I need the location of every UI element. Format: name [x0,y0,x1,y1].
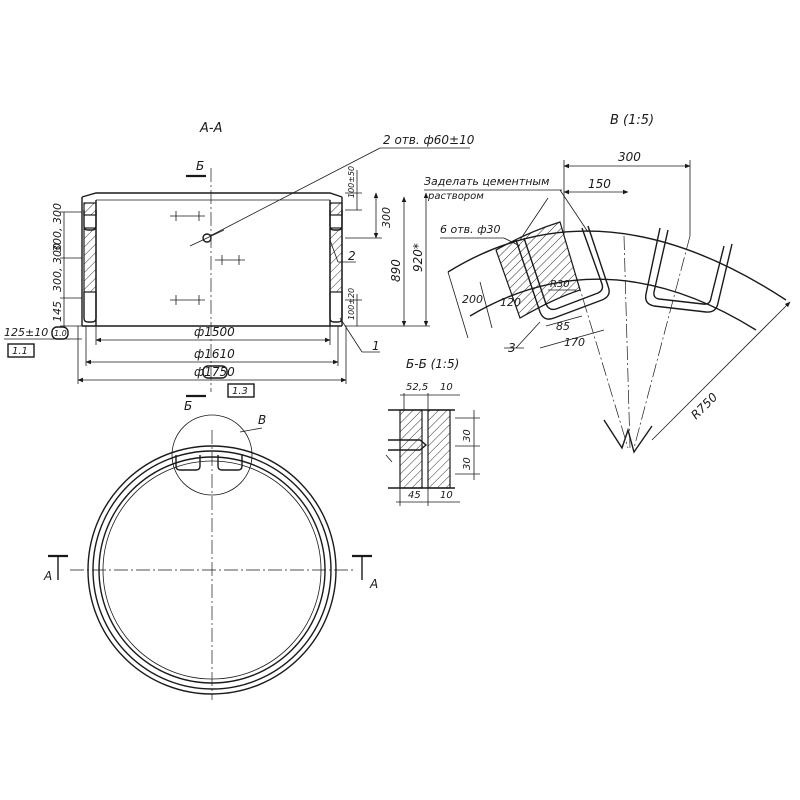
dim-300-300-label: 300, 300 [51,203,64,252]
section-b-mark-top: Б [196,159,204,173]
dim-525-label: 52,5 [406,382,428,393]
dim-300-detail-label: 300 [618,150,641,164]
holes-phi30-leader [503,237,521,247]
dim-200-label: 200 [462,293,483,306]
dim-85-line [545,315,583,327]
detail-bracket-2-outer [644,227,733,313]
dim-phi1750-label: ф1750 [194,365,235,379]
leader-part3 [515,321,541,349]
bracket-right-bottom [329,292,343,323]
dim-920-label: 920* [411,243,425,272]
wall-hatch-left [83,227,97,293]
part-2-label: 2 [348,249,356,263]
shell-top-edge [81,192,343,198]
detail-arc-outer [447,230,787,301]
radial-axis-2 [633,235,691,449]
cement-leader-left [519,197,549,241]
section-aa-title: А-А [199,121,222,136]
wall-hatch-right [329,227,343,293]
ref-box-1-1 [7,343,35,358]
dim-30a-label: 30 [462,429,473,442]
dim-45-label: 45 [408,490,421,501]
dim-r30-label: R30 [550,279,570,290]
bb-hatch-left [399,409,423,489]
dim-phi1610-label: ф1610 [194,347,235,361]
part-3-label: 3 [508,341,516,355]
detail-bracket-2-inner [653,229,725,305]
dim-120-line [479,281,493,329]
plan-view: В А А [43,413,378,700]
dim-170-label: 170 [564,336,585,349]
ref-box-1-3-label: 1.3 [232,386,248,397]
detail-v-view: В (1:5) 300 150 Заделать цементным раств… [424,113,791,454]
dim-300-right-label: 300 [380,207,393,228]
dim-85-label: 85 [556,320,570,333]
dim-890-label: 890 [389,259,403,282]
detail-bracket-1-outer [515,225,610,320]
hole-phi60 [202,233,212,243]
leader-part1 [339,317,363,353]
dim-125-label: 125±10 [4,326,48,339]
dim-200-line [447,271,469,339]
detail-v-callout-circle [171,414,253,496]
wall-hatch-left-top [83,202,97,216]
dim-r750-line [651,301,791,441]
radial-break-mark [603,419,653,454]
leader-holes-phi60 [209,147,381,237]
bb-pin [388,439,428,451]
plan-bracket-left [175,455,201,471]
wall-hatch-right-top [329,202,343,216]
cement-note-line1: Заделать цементным [424,175,549,188]
holes-phi30-label: 6 отв. ф30 [440,223,501,236]
leader-part2 [329,239,339,263]
dim-300-300-label-2: 300, 300 [51,243,64,292]
ref-oval-phi1750 [202,365,228,379]
cement-leader-right [559,189,589,233]
bracket-left-bottom [83,292,97,323]
dim-r750-label: R750 [688,390,720,422]
dim-120-label: 120 [500,296,521,309]
dim-150-label: 150 [588,177,611,191]
hole-phi60-cross [189,229,225,247]
radial-axis-1 [563,235,629,449]
dim-145-label: 145 [51,301,64,322]
detail-bracket-1-inner [523,227,604,311]
bracket-right-top [329,210,343,231]
ref-box-1-3 [227,383,255,398]
dim-10-top-label: 10 [440,382,453,393]
section-bb-view: Б-Б (1:5) 52,5 10 30 30 45 10 [385,357,480,506]
leader-v-callout [239,427,263,433]
section-b-mark-bottom: Б [184,399,192,413]
part-1-label: 1 [372,339,380,353]
section-bb-title: Б-Б (1:5) [406,357,459,371]
dim-100-20-label: 100±20 [347,288,356,320]
section-a-mark-left: А [43,569,52,583]
dim-10-bottom-label: 10 [440,490,453,501]
bracket-left-top [83,210,97,231]
dim-100-50-label: 100±50 [347,166,356,198]
radial-axis-center [623,235,631,449]
bb-hatch-right [427,409,451,489]
plan-bracket-right [217,455,243,471]
ref-symbol-left-label: 1.0 [54,329,67,338]
cement-note-line2: раствором [427,191,484,202]
dim-phi1500-label: ф1500 [194,325,235,339]
ref-box-1-1-label: 1.1 [12,346,28,357]
holes-phi60-label: 2 отв. ф60±10 [383,133,475,147]
section-a-mark-right: А [369,577,378,591]
v-callout-label: В [258,413,266,427]
bb-break [385,454,393,463]
detail-v-title: В (1:5) [610,113,654,128]
dim-30b-label: 30 [462,457,473,470]
detail-arc-inner [469,278,757,331]
section-aa-view: А-А Б [4,121,475,413]
